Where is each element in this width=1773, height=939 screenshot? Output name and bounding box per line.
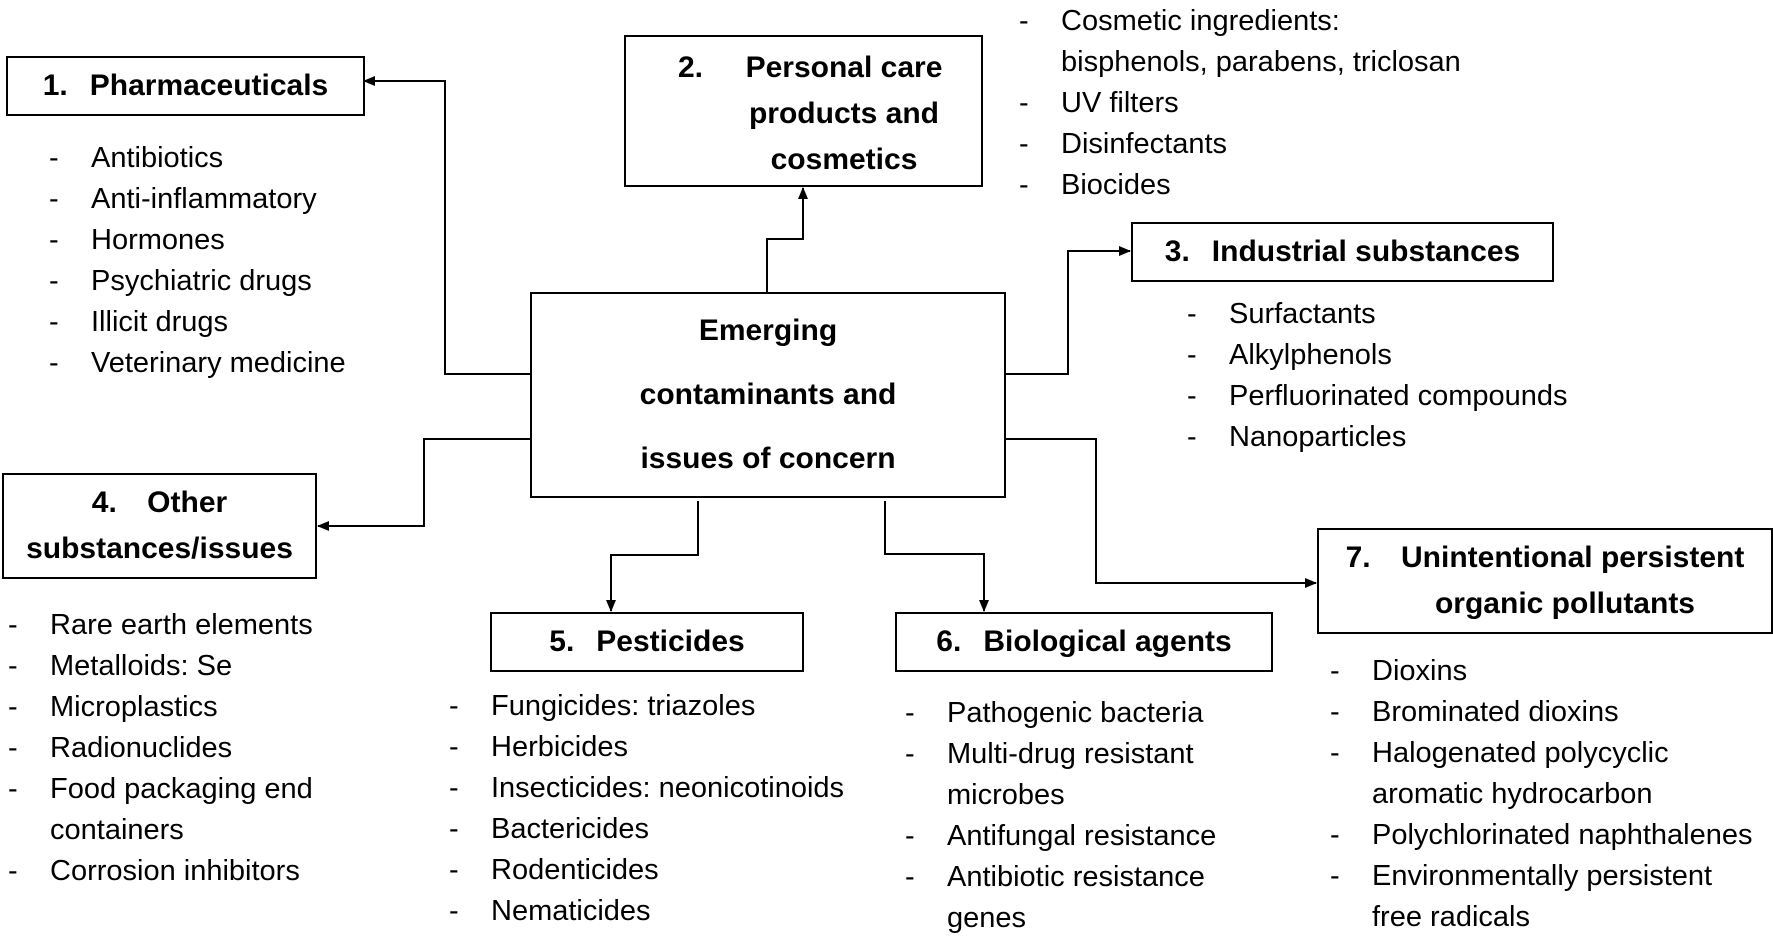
category-title-line-1: Other	[147, 486, 228, 519]
list-item-continuation: microbes	[947, 779, 1065, 811]
category-number: 2.	[678, 51, 704, 84]
list-item: Psychiatric drugs	[47, 261, 346, 302]
category-number: 6.	[936, 625, 962, 658]
category-title: Biological agents	[983, 625, 1232, 658]
list-item: Insecticides: neonicotinoids	[447, 768, 844, 809]
list-item: Radionuclides	[6, 728, 313, 769]
arrow-to-upop	[1006, 438, 1317, 588]
upop-list: Dioxins Brominated dioxins Halogenated p…	[1328, 651, 1753, 938]
list-item: Nematicides	[447, 891, 844, 932]
list-item-continuation: aromatic hydrocarbon	[1372, 778, 1653, 810]
category-title-line-2: substances/issues	[26, 532, 293, 565]
list-item: Metalloids: Se	[6, 646, 313, 687]
list-item: Rare earth elements	[6, 605, 313, 646]
list-item: Cosmetic ingredients:	[1017, 1, 1461, 42]
list-item: Microplastics	[6, 687, 313, 728]
list-item-continuation: containers	[50, 814, 184, 846]
arrow-to-biological	[884, 501, 989, 612]
list-item: Perfluorinated compounds	[1185, 376, 1568, 417]
center-title-line-1: Emerging	[698, 314, 838, 347]
list-item: Dioxins	[1328, 651, 1753, 692]
upop-box: 7. Unintentional persistent organic poll…	[1317, 528, 1773, 634]
list-item: Corrosion inhibitors	[6, 851, 313, 892]
list-item: Antibiotic resistance	[903, 857, 1216, 898]
pharmaceuticals-list: Antibiotics Anti-inflammatory Hormones P…	[47, 138, 346, 384]
category-number: 7.	[1345, 541, 1371, 574]
list-item: Anti-inflammatory	[47, 179, 346, 220]
arrow-to-industrial	[1006, 246, 1131, 375]
list-item: Multi-drug resistant	[903, 734, 1216, 775]
list-item: Polychlorinated naphthalenes	[1328, 815, 1753, 856]
center-title-line-2: contaminants and	[639, 378, 897, 411]
category-title-line-3: cosmetics	[770, 143, 918, 176]
pesticides-box: 5. Pesticides	[490, 612, 804, 672]
list-item: Veterinary medicine	[47, 343, 346, 384]
list-item: Pathogenic bacteria	[903, 693, 1216, 734]
list-item: Brominated dioxins	[1328, 692, 1753, 733]
category-number: 3.	[1164, 235, 1190, 268]
biological-agents-box: 6. Biological agents	[895, 612, 1273, 672]
biological-agents-list: Pathogenic bacteria Multi-drug resistant…	[903, 693, 1216, 939]
category-title-line-1: Personal care	[745, 51, 943, 84]
personal-care-list: Cosmetic ingredients: bisphenols, parabe…	[1017, 1, 1461, 206]
category-number: 1.	[42, 69, 68, 102]
industrial-box: 3. Industrial substances	[1131, 222, 1554, 282]
category-title: Industrial substances	[1211, 235, 1521, 268]
list-item: Antibiotics	[47, 138, 346, 179]
personal-care-box: 2. Personal care products and cosmetics	[624, 35, 983, 187]
list-item: Antifungal resistance	[903, 816, 1216, 857]
other-substances-box: 4. Other substances/issues	[2, 473, 317, 579]
arrow-to-pesticides	[606, 501, 699, 612]
list-item: Biocides	[1017, 165, 1461, 206]
arrow-to-personal-care	[766, 187, 808, 292]
center-title-line-3: issues of concern	[640, 442, 896, 475]
list-item: Halogenated polycyclic	[1328, 733, 1753, 774]
category-title-line-1: Unintentional persistent	[1401, 541, 1745, 574]
list-item: Nanoparticles	[1185, 417, 1568, 458]
list-item: Fungicides: triazoles	[447, 686, 844, 727]
other-substances-list: Rare earth elements Metalloids: Se Micro…	[6, 605, 313, 892]
list-item: Alkylphenols	[1185, 335, 1568, 376]
category-number: 5.	[549, 625, 575, 658]
list-item: Food packaging end	[6, 769, 313, 810]
list-item-continuation: free radicals	[1372, 901, 1530, 933]
list-item: Environmentally persistent	[1328, 856, 1753, 897]
list-item: Rodenticides	[447, 850, 844, 891]
arrow-to-pharmaceuticals	[363, 76, 530, 375]
category-title-line-2: products and	[748, 97, 939, 130]
category-title-line-2: organic pollutants	[1434, 587, 1695, 620]
category-title: Pesticides	[596, 625, 745, 658]
list-item: Illicit drugs	[47, 302, 346, 343]
list-item: Herbicides	[447, 727, 844, 768]
industrial-list: Surfactants Alkylphenols Perfluorinated …	[1185, 294, 1568, 458]
list-item: Hormones	[47, 220, 346, 261]
list-item-continuation: bisphenols, parabens, triclosan	[1061, 46, 1461, 78]
category-title: Pharmaceuticals	[89, 69, 329, 102]
list-item: UV filters	[1017, 83, 1461, 124]
category-number: 4.	[91, 486, 117, 519]
list-item: Bactericides	[447, 809, 844, 850]
pesticides-list: Fungicides: triazoles Herbicides Insecti…	[447, 686, 844, 932]
list-item: Disinfectants	[1017, 124, 1461, 165]
pharmaceuticals-box: 1. Pharmaceuticals	[6, 56, 365, 116]
center-box: Emerging contaminants and issues of conc…	[530, 292, 1006, 498]
list-item-continuation: genes	[947, 902, 1027, 934]
arrow-to-other	[317, 438, 530, 531]
list-item: Surfactants	[1185, 294, 1568, 335]
